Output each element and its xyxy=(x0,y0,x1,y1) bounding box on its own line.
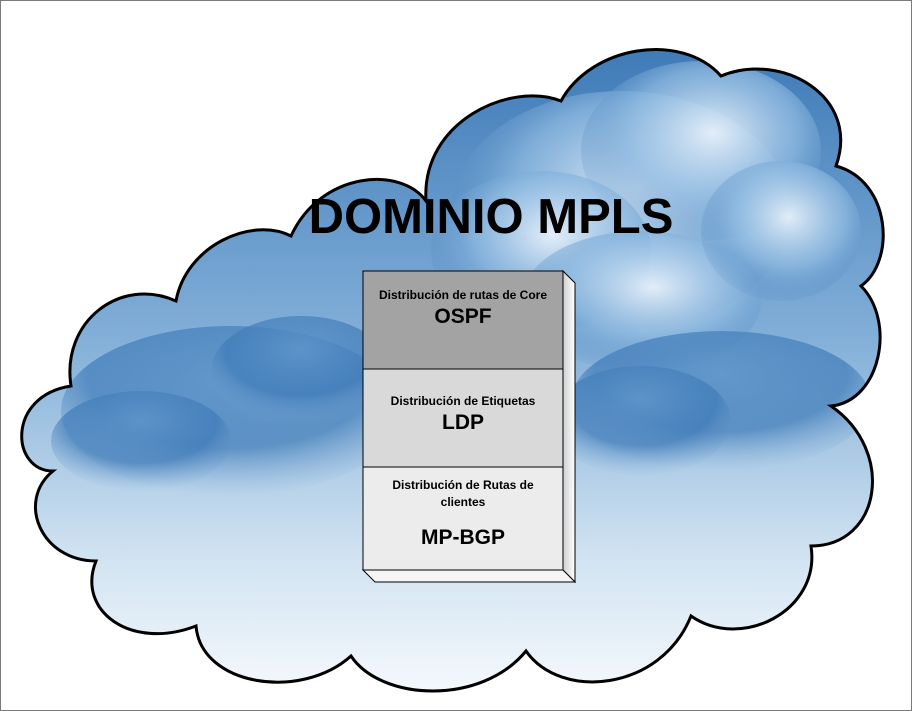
layer-ldp-label: Distribución de Etiquetas LDP xyxy=(363,393,563,436)
stack-layer-ospf xyxy=(362,270,564,370)
protocol-stack xyxy=(361,269,577,584)
stack-layer-ldp xyxy=(362,368,564,468)
layer-ldp-protocol: LDP xyxy=(442,411,484,434)
diagram-title: DOMINIO MPLS xyxy=(308,190,674,244)
layer-ospf-label: Distribución de rutas de Core OSPF xyxy=(363,287,563,330)
layer-mpbgp-protocol: MP-BGP xyxy=(421,526,505,549)
layer-ospf-description: Distribución de rutas de Core xyxy=(378,288,548,302)
stack-side-face xyxy=(562,269,576,584)
stack-bottom-face xyxy=(361,569,577,583)
layer-ospf-protocol: OSPF xyxy=(434,305,492,328)
layer-ldp-description: Distribución de Etiquetas xyxy=(390,394,536,408)
cloud-outline xyxy=(20,48,885,693)
layer-mpbgp-label: Distribución de Rutas de clientes MP-BGP xyxy=(363,477,563,551)
cloud-puffs xyxy=(51,61,871,496)
stack-layer-mpbgp xyxy=(362,466,564,571)
layer-mpbgp-description: Distribución de Rutas de clientes xyxy=(392,478,534,509)
